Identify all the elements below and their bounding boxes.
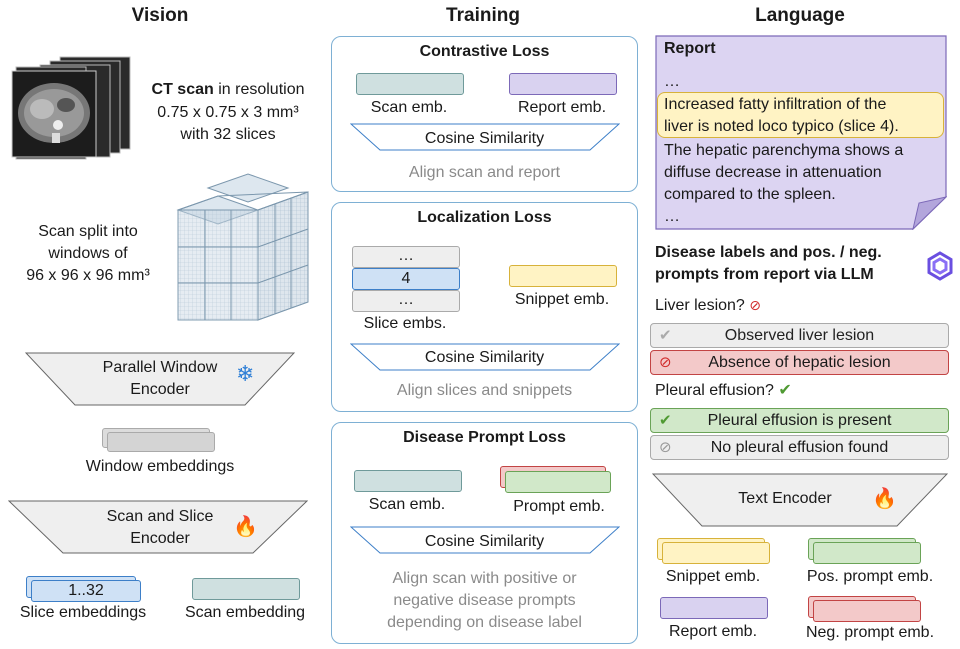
contrastive-loss-panel: Contrastive Loss Scan emb. Report emb. C…	[331, 36, 638, 192]
split-line1: Scan split into	[38, 223, 138, 240]
snippet-emb-box	[509, 265, 617, 287]
neg-prompt-front	[813, 600, 921, 622]
liver-prompt-absence-label: Absence of hepatic lesion	[708, 354, 891, 371]
no-icon: ⊘	[749, 298, 762, 314]
slice-embs-label: Slice embs.	[363, 315, 447, 332]
pleural-prompt-present: ✔ Pleural effusion is present	[650, 408, 949, 433]
snippet-out-front	[662, 542, 770, 564]
window-emb-front	[107, 432, 215, 452]
prompt-emb-front	[505, 471, 611, 493]
text-encoder	[652, 473, 948, 527]
disease-scan-box	[354, 470, 462, 492]
contrastive-scan-label: Scan emb.	[370, 99, 448, 116]
disease-scan-label: Scan emb.	[368, 496, 446, 513]
pleural-prompt-present-label: Pleural effusion is present	[707, 412, 892, 429]
parallel-window-encoder	[25, 352, 295, 406]
llm-line1: Disease labels and pos. / neg.	[655, 244, 882, 261]
snippet-emb-label: Snippet emb.	[514, 291, 610, 308]
pos-prompt-front	[813, 542, 921, 564]
slice-emb-selected: 4	[352, 268, 460, 290]
contrastive-cosine-label: Cosine Similarity	[424, 130, 545, 147]
ct-slices: with 32 slices	[180, 126, 276, 143]
localization-caption: Align slices and snippets	[396, 382, 573, 399]
report-highlight-line1: Increased fatty infiltration of the	[664, 96, 887, 113]
check-icon: ✔	[778, 380, 792, 399]
disease-prompt-label: Prompt emb.	[513, 498, 605, 515]
slice-emb-bottom: …	[352, 290, 460, 312]
report-body-line2: diffuse decrease in attenuation	[664, 164, 882, 181]
disease-prompt-loss-panel: Disease Prompt Loss Scan emb. Prompt emb…	[331, 422, 638, 644]
neg-prompt-label: Neg. prompt emb.	[805, 624, 935, 641]
contrastive-caption: Align scan and report	[408, 164, 561, 181]
report-highlight-line2: liver is noted loco typico (slice 4).	[664, 118, 899, 135]
split-dims: 96 x 96 x 96 mm³	[26, 267, 150, 284]
parallel-encoder-line2: Encoder	[130, 381, 190, 398]
liver-prompt-observed-label: Observed liver lesion	[724, 327, 875, 344]
contrastive-report-box	[509, 73, 617, 95]
ct-stack-icon	[11, 56, 131, 160]
localization-title: Localization Loss	[417, 209, 552, 226]
slice-emb-top: …	[352, 246, 460, 268]
window-cube-icon	[176, 173, 309, 321]
scan-slice-line2: Encoder	[130, 530, 190, 547]
no-icon: ⊘	[659, 438, 672, 456]
disease-cosine-shape	[350, 526, 620, 554]
localization-loss-panel: Localization Loss … 4 … Slice embs. Snip…	[331, 202, 638, 412]
report-highlight	[657, 92, 944, 138]
snowflake-icon: ❄	[236, 362, 255, 387]
report-title: Report	[664, 40, 716, 57]
report-body-line3: compared to the spleen.	[664, 186, 836, 203]
scan-embedding-label: Scan embedding	[184, 604, 306, 621]
slice-embeddings-label: Slice embeddings	[19, 604, 147, 621]
scan-embedding-box	[192, 578, 300, 600]
disease-caption-line2: negative disease prompts	[393, 592, 576, 609]
contrastive-cosine-shape	[350, 123, 620, 151]
parallel-encoder-line1: Parallel Window	[102, 359, 218, 376]
fire-icon: 🔥	[233, 514, 258, 538]
scan-slice-encoder	[8, 500, 308, 554]
fire-icon: 🔥	[872, 486, 897, 510]
pos-prompt-label: Pos. prompt emb.	[806, 568, 934, 585]
contrastive-title: Contrastive Loss	[419, 43, 550, 60]
contrastive-scan-box	[356, 73, 464, 95]
snippet-out-label: Snippet emb.	[665, 568, 761, 585]
liver-prompt-absence: ⊘ Absence of hepatic lesion	[650, 350, 949, 375]
no-icon: ⊘	[659, 353, 672, 371]
report-emb-box	[660, 597, 768, 619]
pleural-prompt-absent: ⊘ No pleural effusion found	[650, 435, 949, 460]
question-pleural-effusion: Pleural effusion?	[655, 382, 774, 399]
disease-caption-line1: Align scan with positive or	[392, 570, 577, 587]
training-header: Training	[446, 5, 520, 26]
llm-line2: prompts from report via LLM	[655, 266, 874, 283]
text-encoder-label: Text Encoder	[738, 490, 832, 507]
split-line2: windows of	[48, 245, 128, 262]
language-header: Language	[755, 5, 845, 26]
scan-slice-line1: Scan and Slice	[106, 508, 214, 525]
llm-logo-icon	[927, 251, 953, 281]
slice-emb-range: 1..32	[31, 580, 141, 602]
ct-resolution: 0.75 x 0.75 x 3 mm³	[157, 104, 299, 121]
report-emb-label: Report emb.	[668, 623, 758, 640]
check-icon: ✔	[659, 411, 672, 429]
pleural-prompt-absent-label: No pleural effusion found	[710, 439, 889, 456]
disease-caption-line3: depending on disease label	[387, 614, 582, 631]
report-ellipsis-bottom: …	[664, 208, 680, 225]
question-liver-lesion: Liver lesion?	[655, 297, 745, 314]
ct-label-rest: in resolution	[213, 81, 305, 98]
check-icon: ✔	[659, 326, 672, 344]
localization-cosine-shape	[350, 343, 620, 371]
report-ellipsis-top: …	[664, 73, 680, 90]
window-embeddings-label: Window embeddings	[85, 458, 235, 475]
liver-prompt-observed: ✔ Observed liver lesion	[650, 323, 949, 348]
report-body-line1: The hepatic parenchyma shows a	[664, 142, 904, 159]
disease-title: Disease Prompt Loss	[403, 429, 566, 446]
disease-cosine-label: Cosine Similarity	[424, 533, 545, 550]
localization-cosine-label: Cosine Similarity	[424, 349, 545, 366]
contrastive-report-label: Report emb.	[517, 99, 607, 116]
ct-label-bold: CT scan	[151, 81, 214, 98]
vision-header: Vision	[131, 5, 189, 26]
